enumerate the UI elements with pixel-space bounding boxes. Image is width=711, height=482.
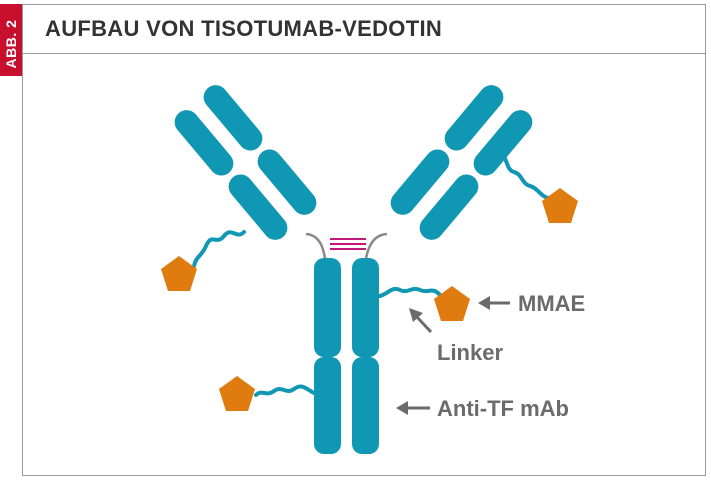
fc-stem <box>314 258 379 454</box>
figure-title: AUFBAU VON TISOTUMAB-VEDOTIN <box>45 16 443 41</box>
left-fab-light-variable <box>203 85 263 151</box>
linker-left-fc <box>254 384 316 397</box>
right-fab-heavy-constant <box>419 174 479 240</box>
right-fab-light-constant <box>390 149 450 215</box>
header-divider <box>22 53 706 54</box>
right-fab-light-variable <box>444 85 504 151</box>
linker-label: Linker <box>437 340 503 365</box>
left-fab-light-constant <box>257 149 317 215</box>
antibody-label: Anti-TF mAb <box>437 396 569 421</box>
mmae-arrow-head <box>478 296 490 310</box>
linker-right-fc <box>378 286 442 298</box>
fc-left-lower <box>314 357 341 454</box>
left-fab-heavy-constant <box>228 174 288 240</box>
fc-right-lower <box>352 357 379 454</box>
linker-arrow-shaft <box>414 314 433 334</box>
mmae-payload-left-fab <box>161 256 197 291</box>
figure-frame <box>22 4 706 476</box>
linker-arrow-head <box>409 308 423 322</box>
antibody-arrow-head <box>396 401 408 415</box>
right-fab-heavy-variable <box>473 110 533 176</box>
mmae-label: MMAE <box>518 291 585 316</box>
fc-left-upper <box>314 258 341 357</box>
figure-tag: ABB. 2 <box>0 4 22 76</box>
linker-right-fab <box>498 150 550 200</box>
left-fab-heavy-variable <box>174 110 234 176</box>
left-hinge <box>305 232 327 260</box>
mmae-payload-right-fc <box>434 286 470 321</box>
mmae-payload-right-fab <box>542 188 578 223</box>
right-fab-arm <box>390 85 533 240</box>
mmae-payload-left-fc <box>219 376 255 411</box>
fc-right-upper <box>352 258 379 357</box>
left-fab-arm <box>174 85 317 240</box>
disulfide-bonds <box>330 238 366 250</box>
linker-left-fab <box>192 230 246 268</box>
right-hinge <box>364 232 388 260</box>
